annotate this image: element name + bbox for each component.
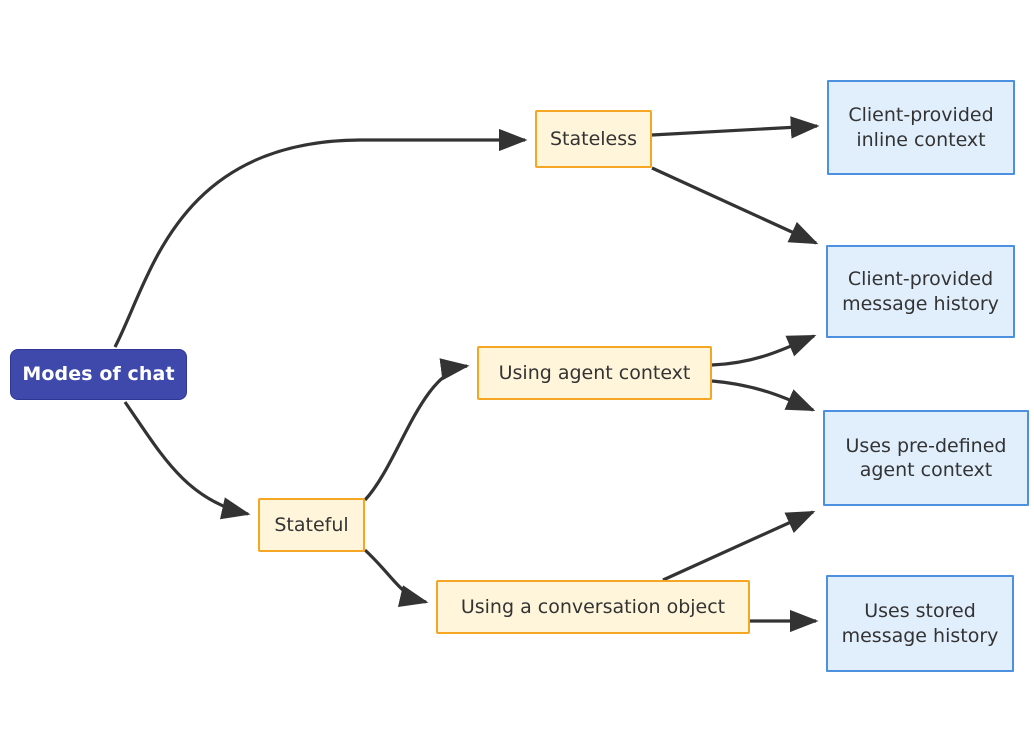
node-label: Uses stored message history xyxy=(841,600,999,647)
edge-stateful-to-agent-context xyxy=(363,358,470,502)
node-uses-stored-message-history[interactable]: Uses stored message history xyxy=(826,575,1014,672)
node-label: Using agent context xyxy=(498,361,691,384)
edge-stateful-to-conversation-object xyxy=(363,548,429,607)
edge-agent-context-to-predefined-agent-context xyxy=(711,379,816,412)
node-client-provided-inline-context[interactable]: Client-provided inline context xyxy=(827,80,1015,175)
node-label: Using a conversation object xyxy=(460,595,726,618)
edge-root-to-stateless xyxy=(113,128,528,348)
edge-root-to-stateful xyxy=(123,401,251,520)
node-label: Client-provided message history xyxy=(842,268,999,315)
edge-stateless-to-message-history xyxy=(651,166,819,245)
node-label: Client-provided inline context xyxy=(848,104,994,151)
node-label: Stateless xyxy=(549,127,638,150)
node-using-agent-context[interactable]: Using agent context xyxy=(477,346,712,400)
node-stateful[interactable]: Stateful xyxy=(258,498,365,552)
node-using-a-conversation-object[interactable]: Using a conversation object xyxy=(436,580,750,634)
edge-agent-context-to-message-history xyxy=(711,334,817,367)
edge-conversation-object-to-predefined-agent-context xyxy=(662,510,816,582)
node-stateless[interactable]: Stateless xyxy=(535,110,652,168)
node-uses-pre-defined-agent-context[interactable]: Uses pre-defined agent context xyxy=(823,410,1029,506)
node-label: Uses pre-defined agent context xyxy=(845,434,1007,481)
node-client-provided-message-history[interactable]: Client-provided message history xyxy=(826,245,1015,338)
node-modes-of-chat[interactable]: Modes of chat xyxy=(10,349,187,400)
node-label: Stateful xyxy=(274,513,349,536)
node-label: Modes of chat xyxy=(22,363,175,386)
edge-stateless-to-inline-context xyxy=(651,116,820,139)
